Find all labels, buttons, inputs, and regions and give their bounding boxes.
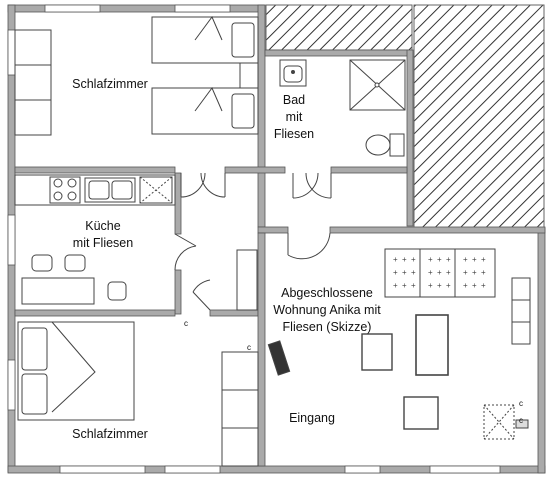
cushion-dot: + <box>393 281 398 290</box>
bathroom-fixtures <box>279 59 406 157</box>
cushion-dot: + <box>402 255 407 264</box>
hatched-area-right <box>413 4 545 229</box>
cushion-dot: + <box>481 255 486 264</box>
bedroom-top-label: Schlafzimmer <box>72 77 148 91</box>
apartment-label-line3: Fliesen (Skizze) <box>282 320 372 334</box>
hatched-area-top <box>265 4 413 51</box>
small-table <box>403 396 439 430</box>
bathroom-label-line3: Fliesen <box>273 127 315 141</box>
cushion-dot: + <box>481 268 486 277</box>
windows <box>7 4 501 474</box>
cushion-dot: + <box>446 268 451 277</box>
cushion-dot: + <box>463 268 468 277</box>
cushion-dot: + <box>428 255 433 264</box>
cushion-dot: + <box>437 255 442 264</box>
cushion-dot: + <box>472 255 477 264</box>
toilet <box>365 134 391 156</box>
cushion-dot: + <box>402 268 407 277</box>
cushion-dot: + <box>446 281 451 290</box>
bedroom-top-furniture <box>14 16 259 136</box>
bathroom-label-line1: Bad <box>282 93 306 107</box>
cushion-dot: + <box>393 255 398 264</box>
cushion-dot: + <box>411 281 416 290</box>
wardrobe <box>221 351 259 467</box>
bedroom-bottom-furniture <box>17 321 259 467</box>
coffee-table <box>415 314 449 376</box>
sofa-cushion-dots: + + + + + + + + + + + + + + + + + + + + + + + + + + + <box>393 255 486 290</box>
entrance-label: Eingang <box>289 411 335 425</box>
corridor-cabinet <box>236 249 258 311</box>
cushion-dot: + <box>437 268 442 277</box>
cushion-dot: + <box>411 255 416 264</box>
apartment-label-line2: Wohnung Anika mit <box>273 303 381 317</box>
bedroom-bottom-label: Schlafzimmer <box>72 427 148 441</box>
cushion-dot: + <box>446 255 451 264</box>
marker-c: c <box>184 319 188 328</box>
cushion-dot: + <box>428 268 433 277</box>
tv <box>267 340 291 376</box>
apartment-furniture <box>236 248 531 440</box>
table <box>21 277 95 305</box>
kitchen-label-line2: mit Fliesen <box>72 236 134 250</box>
doors <box>174 172 332 311</box>
cushion-dot: + <box>472 281 477 290</box>
cushion-dot: + <box>463 255 468 264</box>
bathroom-label-line2: mit <box>285 110 303 124</box>
cushion-dot: + <box>393 268 398 277</box>
marker-c: c <box>247 343 251 352</box>
marker-c: c <box>519 416 523 425</box>
cushion-dot: + <box>411 268 416 277</box>
cushion-dot: + <box>472 268 477 277</box>
cushion-dot: + <box>402 281 407 290</box>
kitchen-label-line1: Küche <box>85 219 121 233</box>
marker-c: c <box>519 399 523 408</box>
armchair-side <box>511 277 531 345</box>
cushion-dot: + <box>428 281 433 290</box>
kitchen-furniture <box>14 174 176 305</box>
wardrobe <box>14 29 52 136</box>
chair <box>361 333 393 371</box>
bathroom-label: Bad mit Fliesen <box>262 92 326 143</box>
cushion-dot: + <box>481 281 486 290</box>
apartment-label: Abgeschlossene Wohnung Anika mit Fliesen… <box>262 285 392 336</box>
kitchen-label: Küche mit Fliesen <box>48 218 158 252</box>
apartment-label-line1: Abgeschlossene <box>281 286 373 300</box>
sofa <box>384 248 496 298</box>
cushion-dot: + <box>437 281 442 290</box>
cushion-dot: + <box>463 281 468 290</box>
